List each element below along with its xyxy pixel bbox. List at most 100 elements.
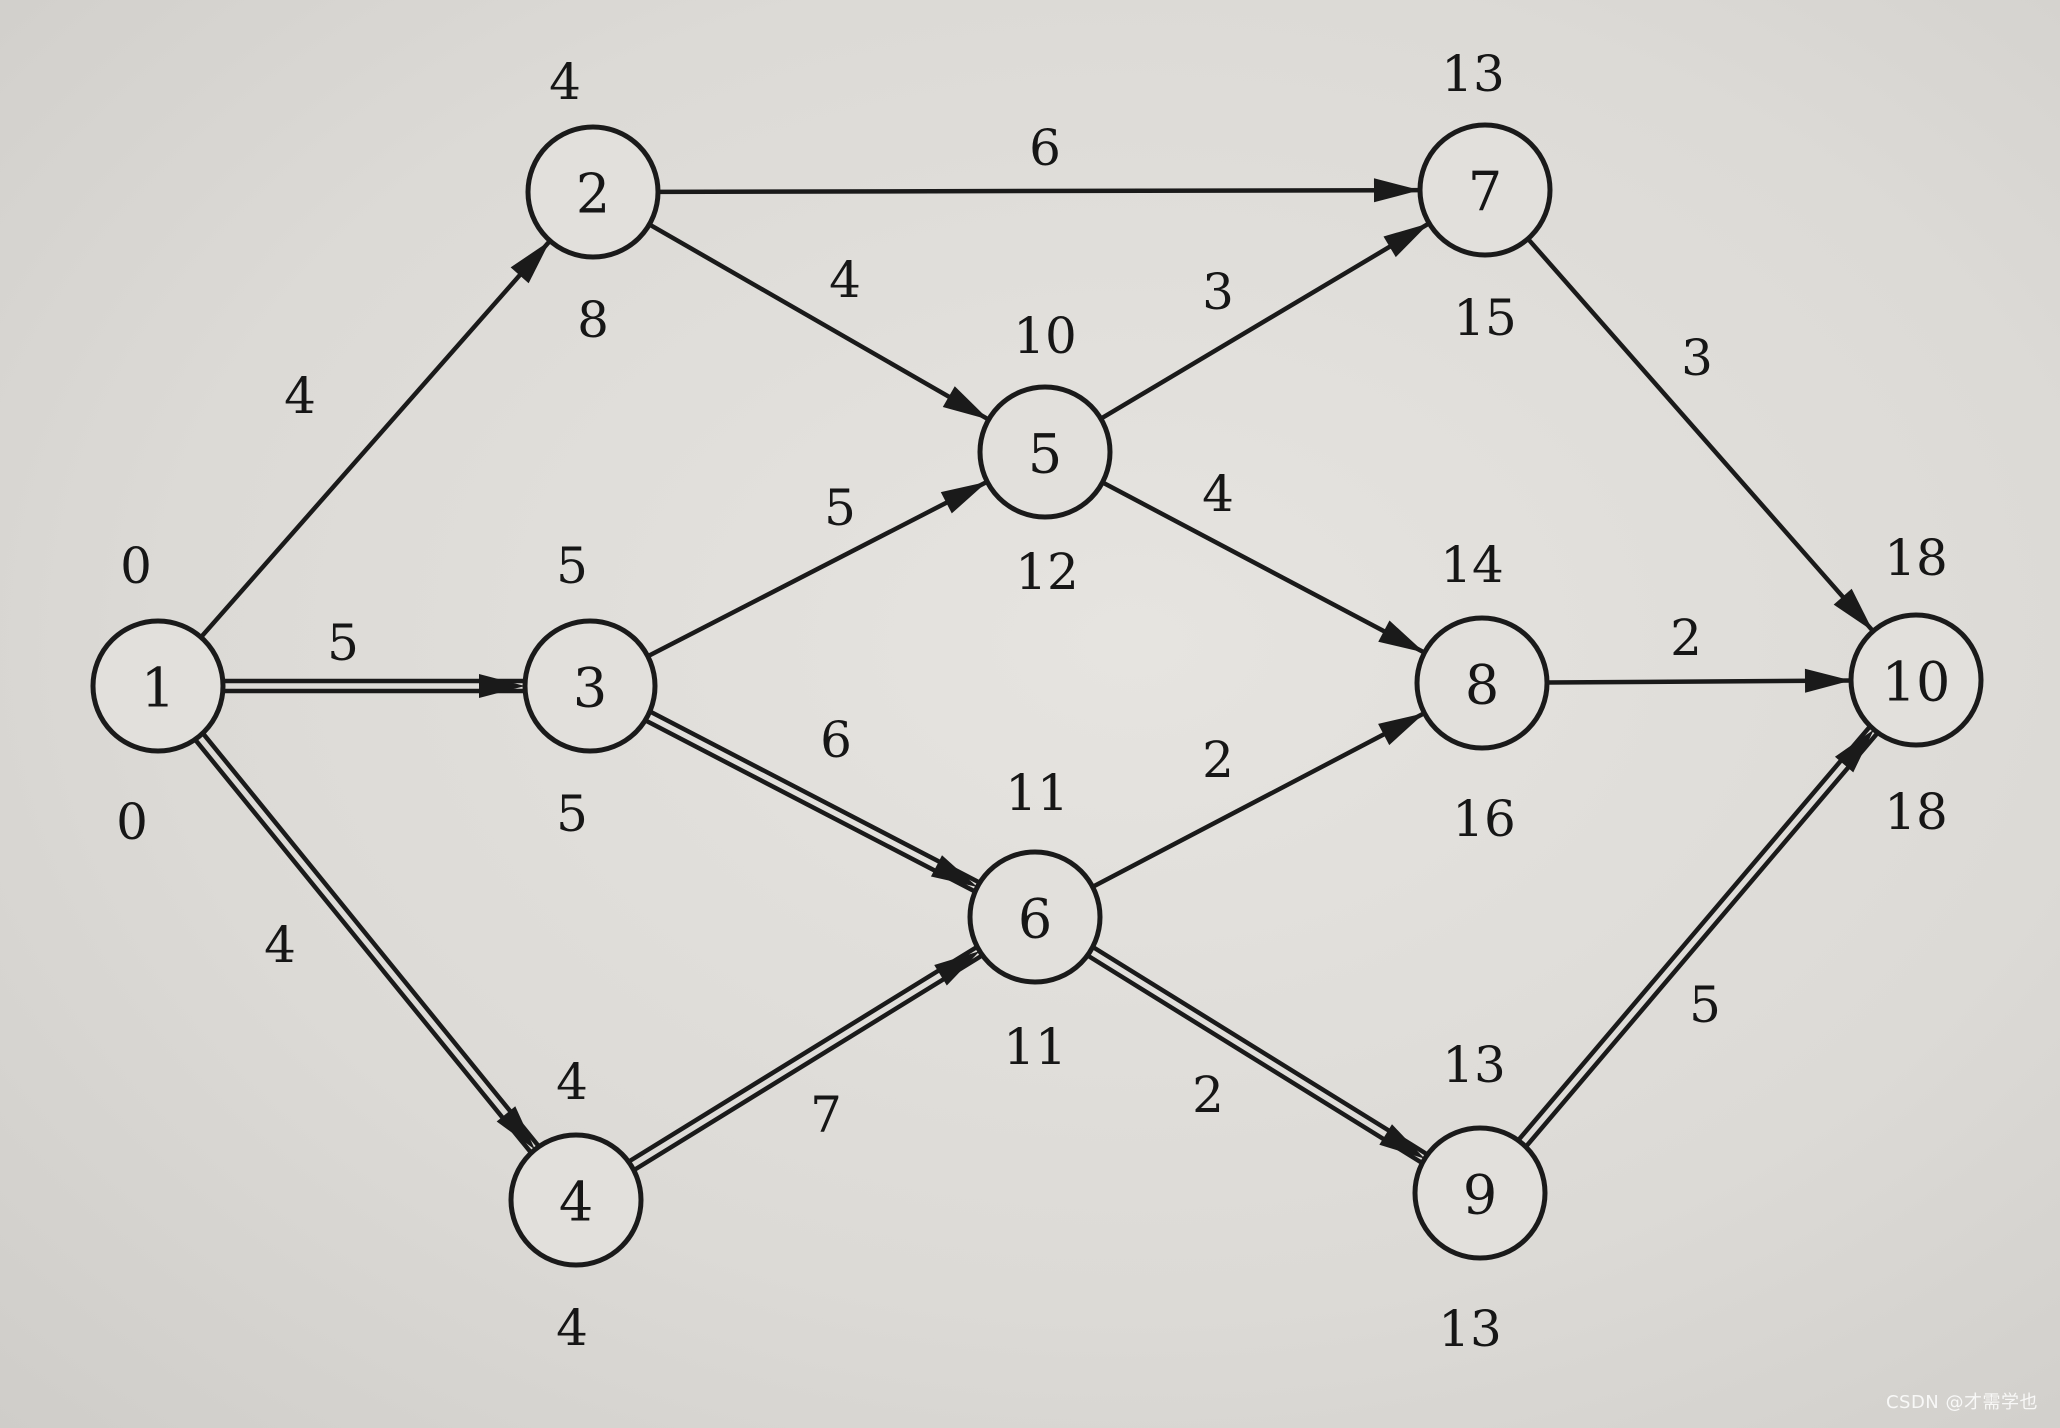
edge-weight-label: 7 [810, 1086, 842, 1144]
edge-weight-label: 2 [1192, 1066, 1224, 1124]
node-late-time: 12 [1015, 543, 1079, 601]
node-2: 2 [525, 124, 661, 260]
edge-9-10 [1516, 724, 1880, 1149]
edge-weight-label: 5 [1689, 976, 1721, 1034]
arrowhead-icon [942, 386, 989, 420]
edge-weight-label: 4 [829, 251, 861, 309]
edge-line [1101, 480, 1426, 655]
edge-weight-label: 3 [1202, 263, 1234, 321]
node-circle [967, 849, 1103, 985]
node-early-time: 13 [1442, 1036, 1506, 1094]
node-3: 3 [522, 618, 658, 754]
arrowhead-icon [510, 240, 551, 284]
node-circle [90, 618, 226, 754]
node-4: 4 [508, 1132, 644, 1268]
edge-weight-label: 6 [1029, 119, 1061, 177]
edge-6-8 [1091, 711, 1426, 889]
node-early-time: 0 [120, 537, 152, 595]
edge-3-6 [644, 709, 981, 894]
critical-edge-line [644, 718, 977, 894]
edge-5-7 [1099, 221, 1431, 421]
edge-weight-label: 2 [1202, 731, 1234, 789]
node-circle [525, 124, 661, 260]
node-label: 1 [141, 657, 175, 720]
arrowhead-icon [1378, 713, 1425, 746]
arrowhead-icon [1383, 223, 1430, 258]
node-circle [1417, 122, 1553, 258]
node-circle [1414, 615, 1550, 751]
edge-weight-label: 2 [1670, 609, 1702, 667]
node-early-time: 18 [1884, 529, 1948, 587]
node-early-time: 5 [556, 537, 588, 595]
node-label: 3 [573, 657, 607, 720]
node-label: 6 [1018, 888, 1052, 951]
node-label: 5 [1028, 423, 1062, 486]
critical-edge-line [1086, 953, 1424, 1165]
node-1: 1 [90, 618, 226, 754]
node-early-time: 14 [1440, 536, 1504, 594]
arrowhead-icon [1804, 668, 1852, 693]
edge-weight-label: 4 [1202, 465, 1234, 523]
edge-line [199, 239, 552, 639]
edge-1-2 [199, 239, 552, 639]
arrowhead-icon [930, 855, 978, 888]
arrowhead-icon [496, 1106, 535, 1150]
edge-4-6 [627, 944, 984, 1173]
critical-edge-line [1516, 724, 1872, 1142]
arrowhead-icon [1373, 178, 1421, 203]
edge-line [1526, 237, 1875, 633]
edge-weight-label: 3 [1681, 329, 1713, 387]
node-10: 10 [1848, 612, 1984, 748]
arrowhead-icon [1833, 588, 1874, 632]
critical-edge-line [193, 738, 533, 1155]
arrowhead-icon [1834, 729, 1874, 773]
node-late-time: 11 [1003, 1018, 1067, 1076]
node-late-time: 0 [116, 793, 148, 851]
edges-layer [193, 178, 1880, 1173]
edge-weight-label: 5 [824, 479, 856, 537]
node-9: 9 [1412, 1125, 1548, 1261]
edge-7-10 [1526, 237, 1875, 633]
critical-edge-line [1524, 731, 1880, 1149]
node-label: 8 [1465, 654, 1499, 717]
edge-1-4 [193, 731, 541, 1155]
edge-line [657, 187, 1421, 195]
node-label: 4 [559, 1171, 593, 1234]
critical-edge-line [648, 709, 981, 885]
node-early-time: 4 [556, 1053, 588, 1111]
edge-5-8 [1101, 480, 1426, 655]
node-late-time: 4 [556, 1299, 588, 1357]
edge-3-5 [646, 479, 989, 659]
node-circle [1412, 1125, 1548, 1261]
arrowhead-icon [1379, 1124, 1425, 1159]
edge-line [1091, 711, 1426, 889]
node-circle [977, 384, 1113, 520]
critical-edge-line [632, 953, 984, 1173]
edge-line [646, 479, 989, 659]
edge-8-10 [1546, 668, 1852, 693]
arrowhead-icon [940, 481, 988, 514]
node-circle [522, 618, 658, 754]
edge-weights-layer: 4 5 4 6 4 5 6 7 3 4 2 2 3 2 5 [264, 119, 1721, 1144]
arrowhead-icon [934, 951, 980, 986]
node-label: 10 [1882, 651, 1951, 714]
edge-line [648, 222, 990, 422]
node-late-time: 15 [1453, 289, 1517, 347]
edge-2-5 [648, 222, 990, 422]
node-early-time: 13 [1441, 45, 1505, 103]
node-late-time: 8 [577, 291, 609, 349]
edge-weight-label: 4 [264, 916, 296, 974]
edge-6-9 [1086, 945, 1429, 1165]
arrowhead-icon [1378, 620, 1425, 653]
node-circle [508, 1132, 644, 1268]
node-late-time: 5 [556, 785, 588, 843]
edge-1-3 [223, 674, 525, 698]
node-circle [1848, 612, 1984, 748]
node-7: 7 [1417, 122, 1553, 258]
watermark-text: CSDN @才需学也 [1885, 1392, 2038, 1413]
critical-edge-line [627, 944, 979, 1164]
edge-line [1099, 221, 1431, 421]
node-8: 8 [1414, 615, 1550, 751]
